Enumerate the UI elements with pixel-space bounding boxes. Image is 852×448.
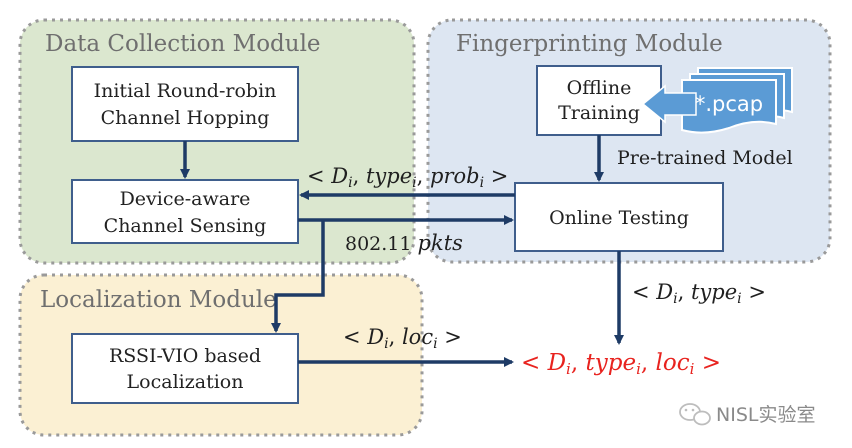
localization-label-line2: Localization — [127, 371, 244, 393]
pcap-label: *.pcap — [695, 92, 763, 116]
pcap-to-training-arrow — [641, 84, 697, 124]
online-testing-box — [514, 182, 724, 252]
offline-training-box — [536, 65, 662, 136]
watermark-text: NISL实验室 — [716, 404, 815, 426]
pretrained-model-label: Pre-trained Model — [617, 147, 793, 169]
channel-sensing-label-line1: Device-aware — [120, 188, 251, 210]
localization-module-title: Localization Module — [40, 287, 277, 313]
channel-hopping-label-line1: Initial Round-robin — [94, 80, 277, 102]
packets-label: 802.11 pkts — [345, 231, 463, 255]
tuple-d-type-prob-label: < Di, typei, probi > — [307, 164, 508, 191]
channel-hopping-box — [71, 66, 299, 142]
fingerprinting-module-title: Fingerprinting Module — [456, 31, 723, 57]
tuple-d-loc-label: < Di, loci > — [343, 325, 462, 352]
channel-sensing-label-line2: Channel Sensing — [104, 215, 267, 237]
offline-training-label-line1: Offline — [567, 77, 632, 99]
stacked-documents-icon: *.pcap — [681, 67, 793, 134]
data-collection-module-title: Data Collection Module — [45, 31, 321, 57]
offline-training-label-line2: Training — [558, 102, 640, 124]
online-testing-label: Online Testing — [549, 207, 689, 229]
wechat-icon — [679, 403, 711, 426]
tuple-d-type-label: < Di, typei > — [632, 280, 766, 307]
channel-hopping-label-line2: Channel Hopping — [101, 107, 270, 129]
localization-box — [71, 333, 299, 404]
result-tuple-label: < Di, typei, loci > — [521, 350, 721, 378]
sensing-to-localization-arrow — [271, 220, 325, 333]
localization-label-line1: RSSI-VIO based — [109, 345, 261, 367]
channel-sensing-box — [71, 179, 299, 244]
